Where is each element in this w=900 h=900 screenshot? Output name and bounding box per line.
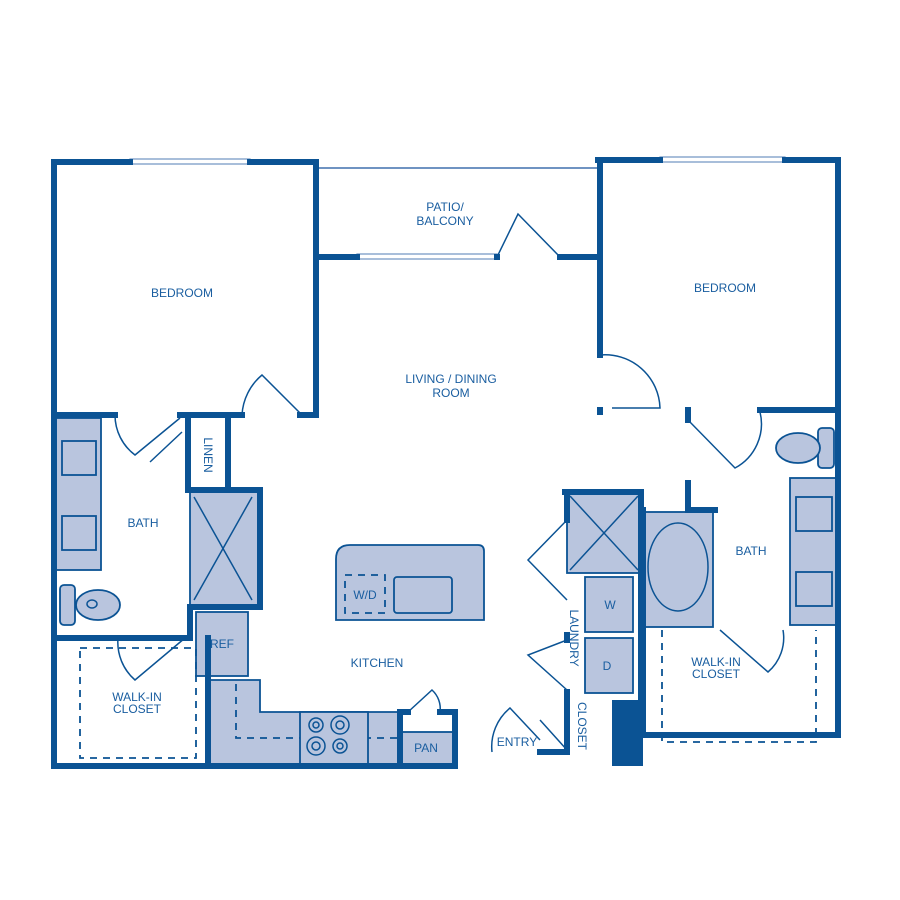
label-closet-right-2: CLOSET [692,667,741,681]
label-patio-1: PATIO/ [426,200,464,214]
label-pantry: PAN [414,741,438,755]
bathtub [642,511,714,628]
label-linen: LINEN [201,437,215,472]
right-closet-shelf [661,630,817,743]
label-closet-left-2: CLOSET [113,702,162,716]
refrigerator [195,611,249,677]
left-toilet [59,584,121,626]
wd-outline [344,574,386,614]
label-ref: REF [210,637,234,651]
left-sink-1 [61,440,97,476]
label-closet-right-1: WALK-IN [691,655,741,669]
walls [51,157,841,769]
label-bedroom-left: BEDROOM [151,286,213,300]
right-toilet [775,427,835,469]
right-sink-2 [795,571,833,607]
island-sink [393,576,453,614]
fixtures [53,417,837,766]
label-wd: W/D [353,588,377,602]
left-sink-2 [61,515,97,551]
label-living-1: LIVING / DINING [405,372,496,386]
label-bedroom-right: BEDROOM [694,281,756,295]
label-closet-left-1: WALK-IN [112,690,162,704]
label-living-2: ROOM [432,386,469,400]
stove [299,711,369,765]
label-kitchen: KITCHEN [351,656,404,670]
left-shower [189,491,259,606]
label-laundry: LAUNDRY [567,609,581,666]
left-closet-shelf [79,647,197,759]
label-patio-2: BALCONY [416,214,473,228]
label-washer: W [604,598,616,612]
doors [114,212,785,753]
washer [584,576,634,633]
label-entry: ENTRY [497,735,537,749]
right-shower [566,492,642,574]
label-dryer: D [603,659,612,673]
right-sink-1 [795,496,833,532]
label-bath-right: BATH [735,544,766,558]
label-bath-left: BATH [127,516,158,530]
structural-column [612,700,643,766]
dryer [584,637,634,694]
label-closet-entry: CLOSET [575,702,589,751]
